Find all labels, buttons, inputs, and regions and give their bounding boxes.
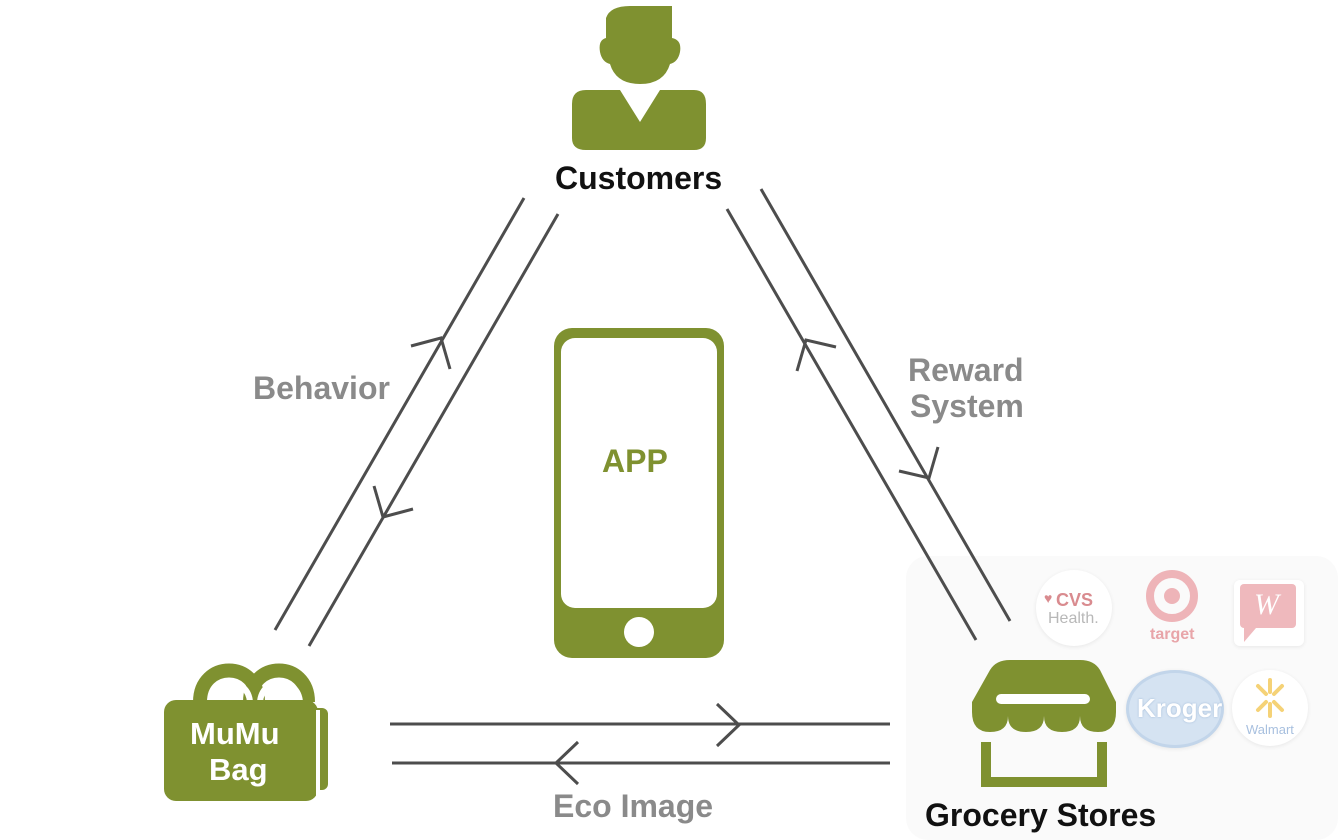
eco-arrowhead-left <box>553 740 580 786</box>
app-label: APP <box>602 443 668 479</box>
reward-arrows <box>725 188 1012 641</box>
walgreens-logo: W <box>1234 580 1304 646</box>
customer-icon <box>572 6 706 150</box>
cvs-logo-text: CVS <box>1056 590 1094 610</box>
walmart-logo: Walmart <box>1232 670 1308 746</box>
target-bullseye-icon <box>1146 570 1198 622</box>
eco-arrows <box>390 702 890 786</box>
reward-arrow-down-line <box>759 188 1012 622</box>
behavior-arrows <box>273 197 560 647</box>
cvs-health-logo: CVS Health. ♥ <box>1036 570 1112 646</box>
heart-icon: ♥ <box>1044 590 1053 606</box>
eco-arrowhead-right <box>715 702 742 748</box>
cvs-logo-subtext: Health. <box>1048 610 1099 627</box>
grocery-stores-label: Grocery Stores <box>925 797 1157 833</box>
target-logo-text: target <box>1150 626 1195 643</box>
kroger-logo-text: Kroger <box>1137 693 1223 723</box>
reward-arrowhead-down <box>898 446 940 480</box>
walgreens-badge-icon <box>1240 584 1296 642</box>
reward-arrowhead-up <box>795 338 837 372</box>
behavior-arrow-up-line <box>273 197 526 631</box>
behavior-arrowhead-down <box>372 485 414 519</box>
phone-icon <box>554 328 724 658</box>
eco-image-label: Eco Image <box>553 788 714 824</box>
walmart-logo-text: Walmart <box>1246 722 1294 737</box>
target-logo: target <box>1136 566 1208 646</box>
reward-system-label-line1: Reward <box>908 352 1024 388</box>
walmart-spark-icon <box>1256 678 1284 718</box>
reward-system-label-line2: System <box>910 388 1024 424</box>
reward-arrow-up-line <box>725 208 978 641</box>
behavior-arrow-down-line <box>307 213 560 647</box>
mumu-bag-label-line1: MuMu <box>190 716 280 751</box>
behavior-arrowhead-up <box>410 336 452 370</box>
store-icon <box>972 660 1116 787</box>
walgreens-logo-text: W <box>1254 588 1279 621</box>
kroger-logo: Kroger <box>1126 670 1224 748</box>
mumu-bag-icon <box>164 663 328 801</box>
mumu-bag-label-line2: Bag <box>209 752 268 787</box>
behavior-label: Behavior <box>253 370 390 406</box>
customers-label: Customers <box>555 160 723 196</box>
